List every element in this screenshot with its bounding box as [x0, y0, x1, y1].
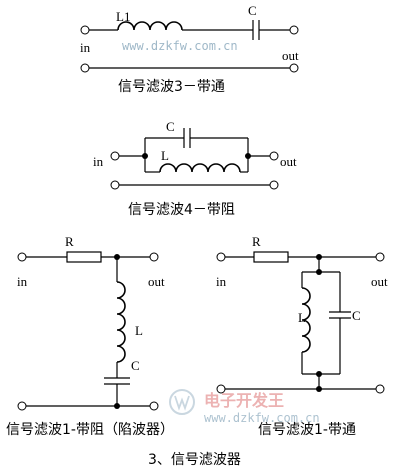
in-terminal-bottom [17, 401, 27, 411]
inductor-label: L [161, 148, 169, 163]
watermark-logo: 电子开发王 www.dzkfw.com.cn [169, 389, 320, 425]
resistor-label: R [65, 234, 74, 249]
inductor-l [159, 163, 241, 173]
in-label: in [80, 40, 91, 55]
capacitor-label: C [248, 3, 257, 18]
out-terminal-bottom [289, 63, 299, 73]
out-terminal-bottom [149, 401, 159, 411]
in-terminal-bottom [110, 180, 120, 190]
inductor-l [116, 281, 126, 363]
resistor-r [253, 251, 289, 263]
inductor-l [301, 287, 311, 353]
diagram-band-stop-4: C L in out 信号滤波4－带阻 [93, 119, 297, 218]
watermark-url: www.dzkfw.com.cn [122, 39, 238, 53]
in-label: in [216, 274, 227, 289]
out-terminal-top [269, 151, 279, 161]
inductor-label: L1 [116, 9, 130, 24]
logo-icon [169, 389, 195, 415]
in-terminal-top [17, 252, 27, 262]
diagram-band-pass-3: L1 C in out 信号滤波3－带通 [80, 3, 299, 95]
diagram-band-pass-1: R L C in out 信号滤波1-带通 [216, 234, 388, 438]
out-terminal-bottom [375, 384, 385, 394]
in-terminal-top [110, 151, 120, 161]
capacitor-label: C [166, 119, 175, 134]
caption: 信号滤波3－带通 [118, 79, 225, 95]
out-terminal-top [289, 25, 299, 35]
watermark-logo-text: 电子开发王 [204, 391, 284, 410]
out-label: out [282, 48, 299, 63]
watermark-url-bottom: www.dzkfw.com.cn [204, 411, 320, 425]
capacitor-label: C [352, 308, 361, 323]
inductor-label: L [298, 310, 306, 325]
in-terminal-top [216, 252, 226, 262]
out-terminal-top [375, 252, 385, 262]
figure-caption: 3、信号滤波器 [148, 452, 241, 468]
inductor-label: L [135, 323, 143, 338]
out-label: out [280, 154, 297, 169]
out-label: out [148, 274, 165, 289]
resistor-label: R [252, 234, 261, 249]
in-label: in [93, 154, 104, 169]
capacitor-label: C [131, 358, 140, 373]
out-terminal-bottom [269, 180, 279, 190]
in-terminal-bottom [80, 63, 90, 73]
caption: 信号滤波4－带阻 [128, 202, 235, 218]
in-label: in [17, 274, 28, 289]
out-terminal-top [149, 252, 159, 262]
resistor-r [66, 251, 102, 263]
caption: 信号滤波1-带阻（陷波器） [6, 422, 174, 438]
inductor-l1 [117, 21, 183, 31]
diagram-notch-1: R L C in out 信号滤波1-带阻（陷波器） [6, 234, 174, 438]
in-terminal-top [80, 25, 90, 35]
out-label: out [371, 274, 388, 289]
caption: 信号滤波1-带通 [258, 422, 356, 438]
